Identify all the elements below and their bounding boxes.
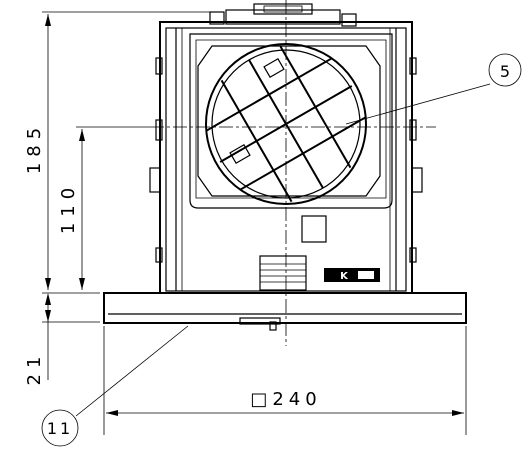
brand-badge-text: K xyxy=(340,271,349,282)
dimension-185-label: 185 xyxy=(24,122,45,174)
brand-badge: K xyxy=(324,268,380,282)
dimension-21: 21 xyxy=(24,293,100,385)
damper-grid-icon xyxy=(205,43,367,205)
dimension-110: 110 xyxy=(58,126,150,290)
callout-5: 5 xyxy=(345,53,522,125)
inspection-window xyxy=(301,215,327,243)
dimension-240-label: □240 xyxy=(250,389,321,410)
switch-slot xyxy=(259,255,307,291)
dimension-110-label: 110 xyxy=(58,182,79,234)
circle-callout-icon xyxy=(41,409,79,447)
dimension-185: 185 xyxy=(24,11,215,294)
fan-housing: K xyxy=(149,3,423,294)
bottom-flange xyxy=(103,292,467,331)
callout-5-label: 5 xyxy=(500,62,510,81)
dimension-21-label: 21 xyxy=(24,351,45,386)
dimension-240: □240 xyxy=(103,326,467,435)
circle-callout-icon xyxy=(488,53,522,87)
callout-11: 11 xyxy=(41,325,189,447)
callout-11-label: 11 xyxy=(47,419,73,438)
